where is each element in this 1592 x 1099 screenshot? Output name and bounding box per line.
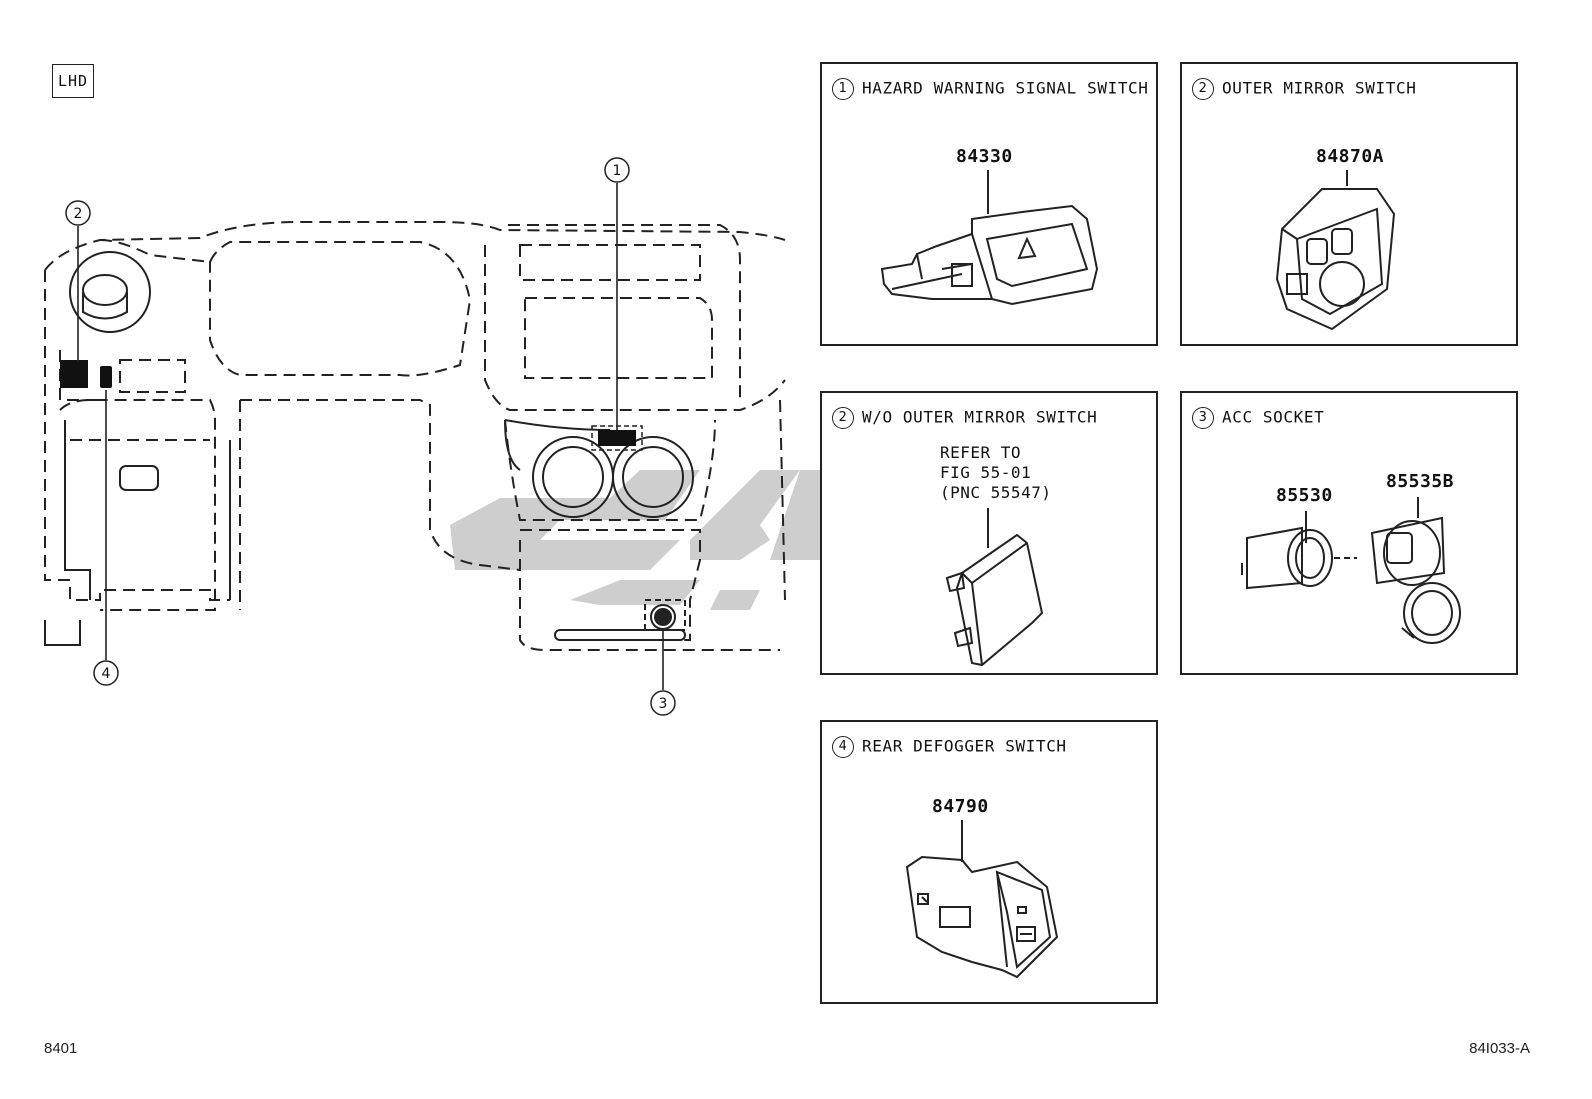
footer-illustration-id: 84I033-A — [1469, 1040, 1530, 1057]
acc-socket-illustration — [1241, 497, 1461, 644]
dashboard-solid-lines — [44, 251, 694, 646]
callout-4-label: 4 — [102, 666, 111, 682]
panel-number: 3 — [1192, 407, 1214, 429]
reference-line-3: (PNC 55547) — [940, 483, 1052, 502]
region-label: LHD — [52, 64, 94, 98]
callout-leaders — [77, 183, 664, 690]
callout-3-label: 3 — [659, 696, 668, 712]
callout-circles — [65, 157, 676, 716]
callout-2-label: 2 — [74, 206, 83, 222]
panel-number: 1 — [832, 78, 854, 100]
panel-number: 2 — [832, 407, 854, 429]
part-number-lid: 85535B — [1386, 471, 1455, 492]
footer-figure-number: 8401 — [44, 1040, 78, 1057]
callout-1-label: 1 — [613, 163, 622, 179]
dashboard-outline — [44, 221, 786, 651]
part-number: 84870A — [1316, 146, 1385, 167]
hazard-switch-illustration — [880, 170, 1099, 306]
reference-line-2: FIG 55-01 — [940, 463, 1032, 482]
dashboard-switch-locations — [60, 360, 672, 626]
panel-number: 2 — [1192, 78, 1214, 100]
reference-line-1: REFER TO — [940, 443, 1022, 462]
part-number-socket: 85530 — [1276, 485, 1333, 506]
panel-number: 4 — [832, 736, 854, 758]
defogger-switch-illustration — [905, 820, 1059, 979]
part-number: 84790 — [932, 796, 989, 817]
part-number: 84330 — [956, 146, 1013, 167]
blank-cover-illustration — [945, 508, 1044, 667]
mirror-switch-illustration — [1275, 170, 1396, 331]
